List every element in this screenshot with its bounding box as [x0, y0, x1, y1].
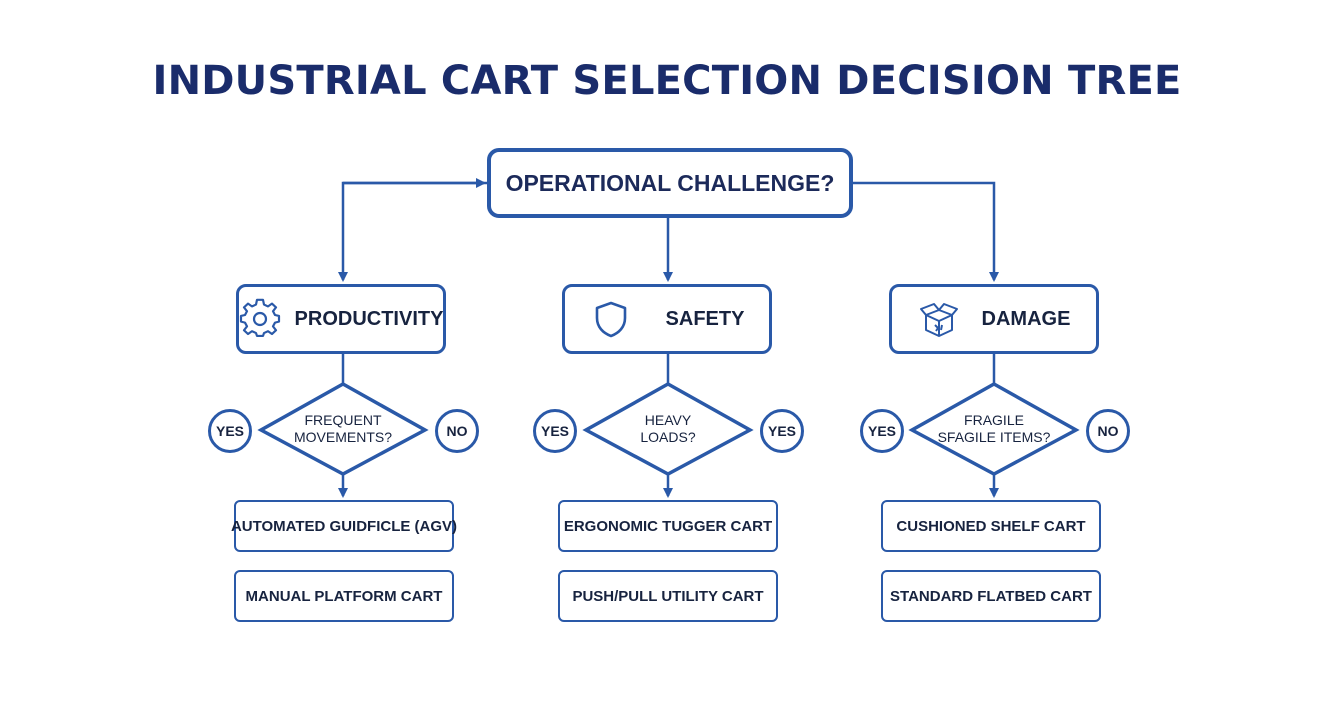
decision-question-safety: HEAVY LOADS? — [640, 412, 696, 445]
gear-icon — [239, 298, 281, 340]
answer-yes-productivity: YES — [208, 409, 252, 453]
decision-question-damage: FRAGILE SFAGILE ITEMS? — [937, 412, 1051, 445]
category-box-productivity: PRODUCTIVITY — [236, 284, 446, 354]
connector-root-right — [853, 181, 999, 282]
outcome-box-safety-2: PUSH/PULL UTILITY CART — [558, 570, 778, 622]
category-box-damage: DAMAGE — [889, 284, 1099, 354]
answer-yes-safety-right: YES — [760, 409, 804, 453]
answer-yes-damage: YES — [860, 409, 904, 453]
category-label-productivity: PRODUCTIVITY — [294, 307, 444, 330]
outcome-box-damage-2: STANDARD FLATBED CART — [881, 570, 1101, 622]
outcome-box-safety-1: ERGONOMIC TUGGER CART — [558, 500, 778, 552]
decision-question-productivity: FREQUENT MOVEMENTS? — [293, 412, 392, 445]
outcome-box-productivity-1: AUTOMATED GUIDFICLE (AGV) — [231, 500, 457, 552]
diagram-title: INDUSTRIAL CART SELECTION DECISION TREE — [152, 58, 1182, 104]
box-icon — [918, 298, 960, 340]
connector-root-left — [338, 181, 487, 282]
category-label-safety: SAFETY — [665, 307, 745, 330]
answer-yes-safety: YES — [533, 409, 577, 453]
outcome-box-productivity-2: MANUAL PLATFORM CART — [234, 570, 454, 622]
category-label-damage: DAMAGE — [981, 307, 1071, 330]
shield-icon — [590, 298, 632, 340]
outcome-box-damage-1: CUSHIONED SHELF CART — [881, 500, 1101, 552]
category-box-safety: SAFETY — [562, 284, 772, 354]
answer-no-productivity: NO — [435, 409, 479, 453]
answer-no-damage: NO — [1086, 409, 1130, 453]
root-question-box: OPERATIONAL CHALLENGE? — [487, 148, 853, 218]
